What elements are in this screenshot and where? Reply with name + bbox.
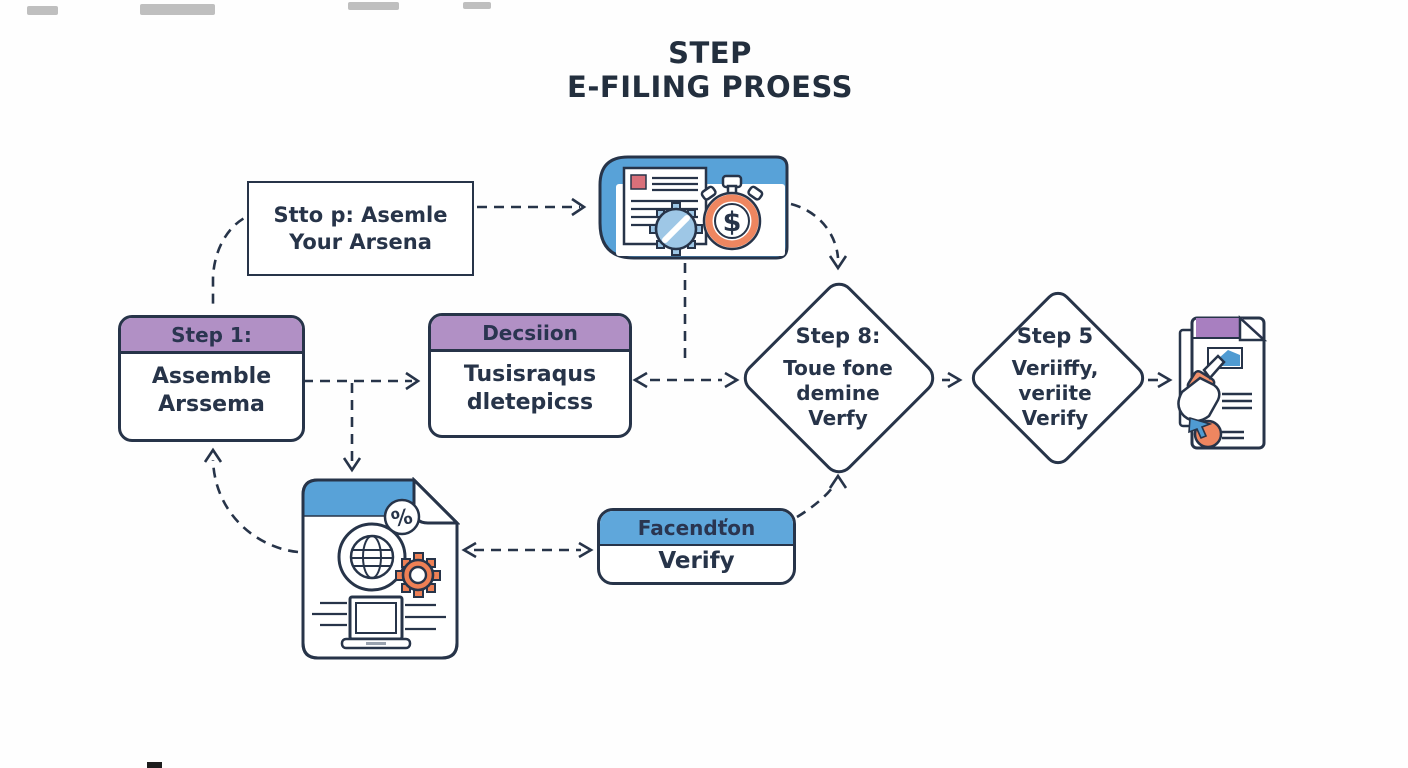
percent-badge-icon: % [383, 498, 421, 536]
arrowhead [828, 473, 848, 489]
document-hand-pointer-icon [1177, 315, 1268, 450]
dollar-glyph: $ [723, 207, 742, 238]
node-diamond1-line2: demine [796, 380, 880, 405]
node-step1: Step 1: Assemble Arssema [118, 315, 305, 442]
stamp-icon [630, 174, 647, 190]
node-step1-header: Step 1: [121, 318, 302, 354]
arrowhead [724, 371, 740, 389]
cursor-arrow-icon [1188, 416, 1213, 440]
node-diamond2-line2: veriite [1018, 380, 1092, 405]
node-step1-line2: Arssema [158, 392, 265, 417]
folded-corner [1238, 315, 1268, 342]
node-start: Stto p: Asemle Your Arsena [247, 181, 474, 276]
page-title-line2: E-FILING PROESS [567, 70, 853, 104]
node-decision-line1: Tusisraqus [463, 362, 597, 387]
node-diamond1-line1: Toue fone [783, 355, 893, 380]
arrowhead [947, 371, 963, 389]
top-edge-artifact [463, 2, 491, 9]
arrowhead [632, 371, 648, 389]
top-edge-artifact [348, 2, 399, 10]
top-edge-artifact [140, 4, 215, 15]
node-verify-header: Facendťon [600, 511, 793, 546]
hand-shape [1177, 376, 1221, 423]
arrowhead [203, 447, 223, 463]
arrowhead [342, 457, 362, 473]
page-title: STEP E-FILING PROESS [480, 36, 940, 104]
node-decision-line2: dletepicss [466, 390, 594, 415]
node-step1-line1: Assemble [151, 364, 272, 389]
hand-pointer [1177, 354, 1226, 449]
arrowhead [461, 541, 477, 559]
node-decision-body: Tusisraqus dletepicss [431, 352, 629, 417]
node-step1-body: Assemble Arssema [121, 354, 302, 419]
node-diamond2: Step 5 Veriiffy, veriite Verify [972, 318, 1138, 436]
node-diamond1-header: Step 8: [795, 323, 881, 348]
node-start-line1: Stto p: Asemle [273, 202, 448, 227]
arrowhead [1157, 371, 1173, 389]
laptop-icon [312, 595, 446, 650]
arrow-file-to-step1 [211, 459, 299, 554]
file-globe-gear-laptop-icon: % [301, 477, 460, 660]
gear-coin-icon [649, 202, 703, 256]
pointing-finger [1202, 354, 1226, 380]
node-verify: Facendťon Verify [597, 508, 796, 585]
node-verify-body: Verify [658, 548, 735, 574]
node-diamond1-line3: Verfy [808, 405, 868, 430]
top-edge-artifact [27, 6, 58, 15]
arrow-doc-icon-to-diamond1 [790, 202, 840, 259]
bottom-edge-artifact [147, 762, 162, 768]
gear-icon [395, 552, 441, 598]
percent-glyph: % [389, 504, 415, 532]
node-start-line2: Your Arsena [289, 229, 432, 254]
folded-corner [412, 477, 460, 525]
node-diamond2-header: Step 5 [1016, 323, 1094, 348]
speed-lines [312, 601, 446, 631]
node-diamond2-line1: Veriiffy, [1011, 355, 1099, 380]
globe-icon [337, 522, 407, 592]
node-diamond2-line3: Verify [1021, 405, 1089, 430]
node-diamond1: Step 8: Toue fone demine Verfy [748, 312, 928, 442]
arrowhead [405, 371, 421, 391]
arrowhead [578, 541, 594, 559]
node-decision-header: Decsiion [431, 316, 629, 352]
arrowhead [571, 197, 587, 217]
text-lines [1222, 392, 1252, 440]
stopwatch-dollar-icon: $ [700, 174, 764, 251]
node-decision: Decsiion Tusisraqus dletepicss [428, 313, 632, 438]
arrow-verify-to-diamond1 [796, 484, 836, 519]
document-stopwatch-dollar-icon: $ [598, 155, 789, 260]
arrowhead [828, 255, 848, 271]
page-title-line1: STEP [668, 36, 752, 70]
